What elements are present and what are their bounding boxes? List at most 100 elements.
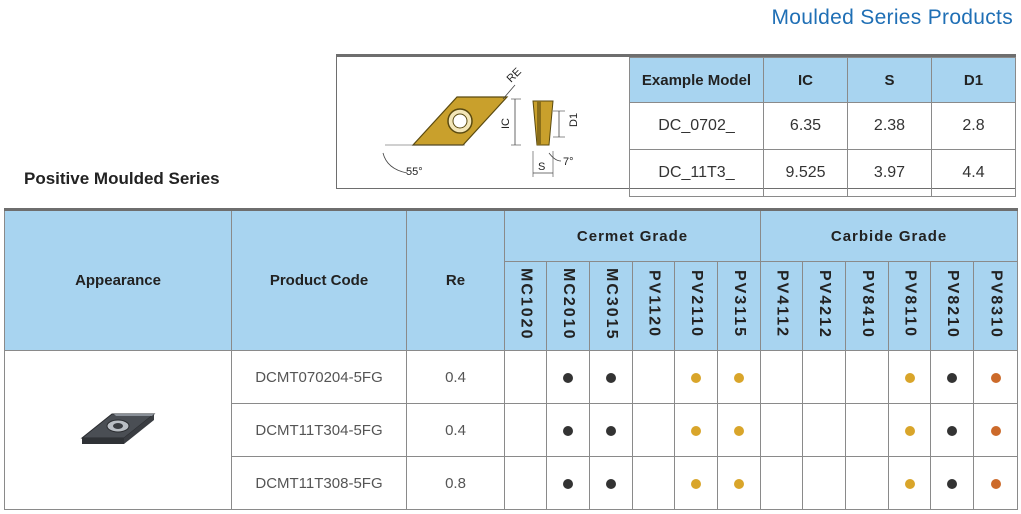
angle-55-label: 55° — [406, 166, 423, 178]
grade-mark-cell — [973, 456, 1019, 510]
spec-cell-model: DC_0702_ — [629, 102, 764, 150]
grade-mark-cell — [845, 456, 890, 510]
availability-dot-black — [563, 425, 573, 436]
availability-dot-orange — [990, 478, 1001, 489]
grade-header-mc1020: MC1020 — [504, 261, 547, 351]
grade-mark-cell — [760, 350, 804, 404]
spec-header-model: Example Model — [629, 57, 764, 103]
availability-dot-black — [947, 425, 958, 436]
grade-mark-cell — [930, 403, 975, 457]
product-grade-table: Appearance Product Code Re Cermet Grade … — [4, 208, 1019, 510]
grade-header-pv8110: PV8110 — [888, 261, 932, 351]
grade-mark-cell — [802, 350, 847, 404]
d1-label: D1 — [568, 113, 580, 127]
table-row: DCMT070204-5FG 0.4 — [4, 350, 1019, 510]
grade-mark-cell — [546, 456, 590, 510]
series-title: Moulded Series Products — [771, 6, 1013, 29]
grade-mark-cell — [760, 456, 804, 510]
table-row: DCMT11T308-5FG 0.8 — [5, 456, 1019, 510]
grade-label: MC1020 — [517, 267, 535, 341]
s-label: S — [538, 161, 545, 173]
insert-dimension-drawing: RE 55° IC D1 S 7° — [382, 66, 580, 178]
grade-mark-cell — [760, 403, 804, 457]
availability-dot-orange — [990, 372, 1001, 383]
grade-header-pv3115: PV3115 — [716, 261, 762, 351]
availability-dot-black — [606, 372, 616, 383]
availability-dot-gold — [904, 372, 915, 383]
grade-mark-cell — [845, 350, 890, 404]
grade-label: PV2110 — [688, 269, 705, 339]
spec-cell-ic: 6.35 — [763, 102, 848, 150]
spec-cell-s: 2.38 — [847, 102, 932, 150]
re-label: RE — [505, 66, 524, 85]
angle-7-label: 7° — [563, 156, 574, 168]
availability-dot-orange — [990, 425, 1001, 436]
header-re: Re — [406, 209, 505, 351]
re-cell: 0.4 — [406, 403, 505, 457]
availability-dot-gold — [691, 425, 701, 436]
grade-mark-cell — [888, 350, 932, 404]
availability-dot-gold — [691, 372, 701, 383]
grade-header-pv4212: PV4212 — [802, 261, 847, 351]
availability-dot-gold — [904, 425, 915, 436]
header-appearance: Appearance — [4, 209, 232, 351]
grade-mark-cell — [674, 350, 718, 404]
grade-header-pv4112: PV4112 — [760, 261, 804, 351]
spec-row: DC_11T3_ 9.525 3.97 4.4 — [629, 149, 1016, 197]
product-code-cell: DCMT11T304-5FG — [231, 403, 407, 457]
grade-mark-cell — [845, 403, 890, 457]
grade-label: PV8410 — [859, 269, 877, 339]
grade-header-pv8410: PV8410 — [845, 261, 890, 351]
grade-mark-cell — [504, 456, 547, 510]
grade-header-pv8310: PV8310 — [973, 261, 1019, 351]
grade-header-pv2110: PV2110 — [674, 261, 718, 351]
grade-mark-cell — [716, 350, 762, 404]
grade-header-pv8210: PV8210 — [930, 261, 975, 351]
availability-dot-black — [947, 372, 958, 383]
availability-dot-black — [947, 478, 958, 489]
re-cell: 0.8 — [406, 456, 505, 510]
grade-mark-cell — [546, 350, 590, 404]
spec-cell-ic: 9.525 — [763, 149, 848, 197]
grade-mark-cell — [973, 350, 1019, 404]
grade-label: PV3115 — [731, 269, 749, 339]
availability-dot-gold — [734, 478, 745, 489]
grade-mark-cell — [716, 456, 762, 510]
product-code-cell: DCMT070204-5FG — [231, 350, 407, 404]
availability-dot-black — [563, 478, 573, 489]
grade-mark-cell — [802, 456, 847, 510]
grade-mark-cell — [802, 403, 847, 457]
availability-dot-black — [606, 425, 616, 436]
availability-dot-gold — [904, 478, 915, 489]
grade-label: PV8210 — [944, 269, 962, 339]
header-product-code: Product Code — [231, 209, 407, 351]
grade-mark-cell — [589, 403, 633, 457]
availability-dot-gold — [734, 372, 745, 383]
grade-label: MC2010 — [560, 267, 577, 341]
grade-label: PV4212 — [816, 269, 834, 339]
insert-image — [80, 413, 156, 444]
grade-mark-cell — [632, 350, 675, 404]
grade-mark-cell — [888, 403, 932, 457]
grade-header-pv1120: PV1120 — [632, 261, 675, 351]
product-code-cell: DCMT11T308-5FG — [231, 456, 407, 510]
availability-dot-black — [563, 372, 573, 383]
grade-label: PV8110 — [901, 269, 919, 339]
spec-header-ic: IC — [763, 57, 848, 103]
grade-label: PV8310 — [987, 269, 1005, 339]
grade-mark-cell — [888, 456, 932, 510]
grade-label: PV4112 — [773, 269, 791, 339]
header-carbide-grade: Carbide Grade — [760, 209, 1019, 262]
spec-row: DC_0702_ 6.35 2.38 2.8 — [629, 102, 1016, 150]
grade-mark-cell — [589, 456, 633, 510]
availability-dot-gold — [691, 478, 701, 489]
grade-mark-cell — [504, 350, 547, 404]
spec-cell-model: DC_11T3_ — [629, 149, 764, 197]
grade-mark-cell — [504, 403, 547, 457]
grade-mark-cell — [546, 403, 590, 457]
spec-header-d1: D1 — [931, 57, 1016, 103]
grade-header-mc2010: MC2010 — [546, 261, 590, 351]
grade-header-mc3015: MC3015 — [589, 261, 633, 351]
grade-mark-cell — [973, 403, 1019, 457]
